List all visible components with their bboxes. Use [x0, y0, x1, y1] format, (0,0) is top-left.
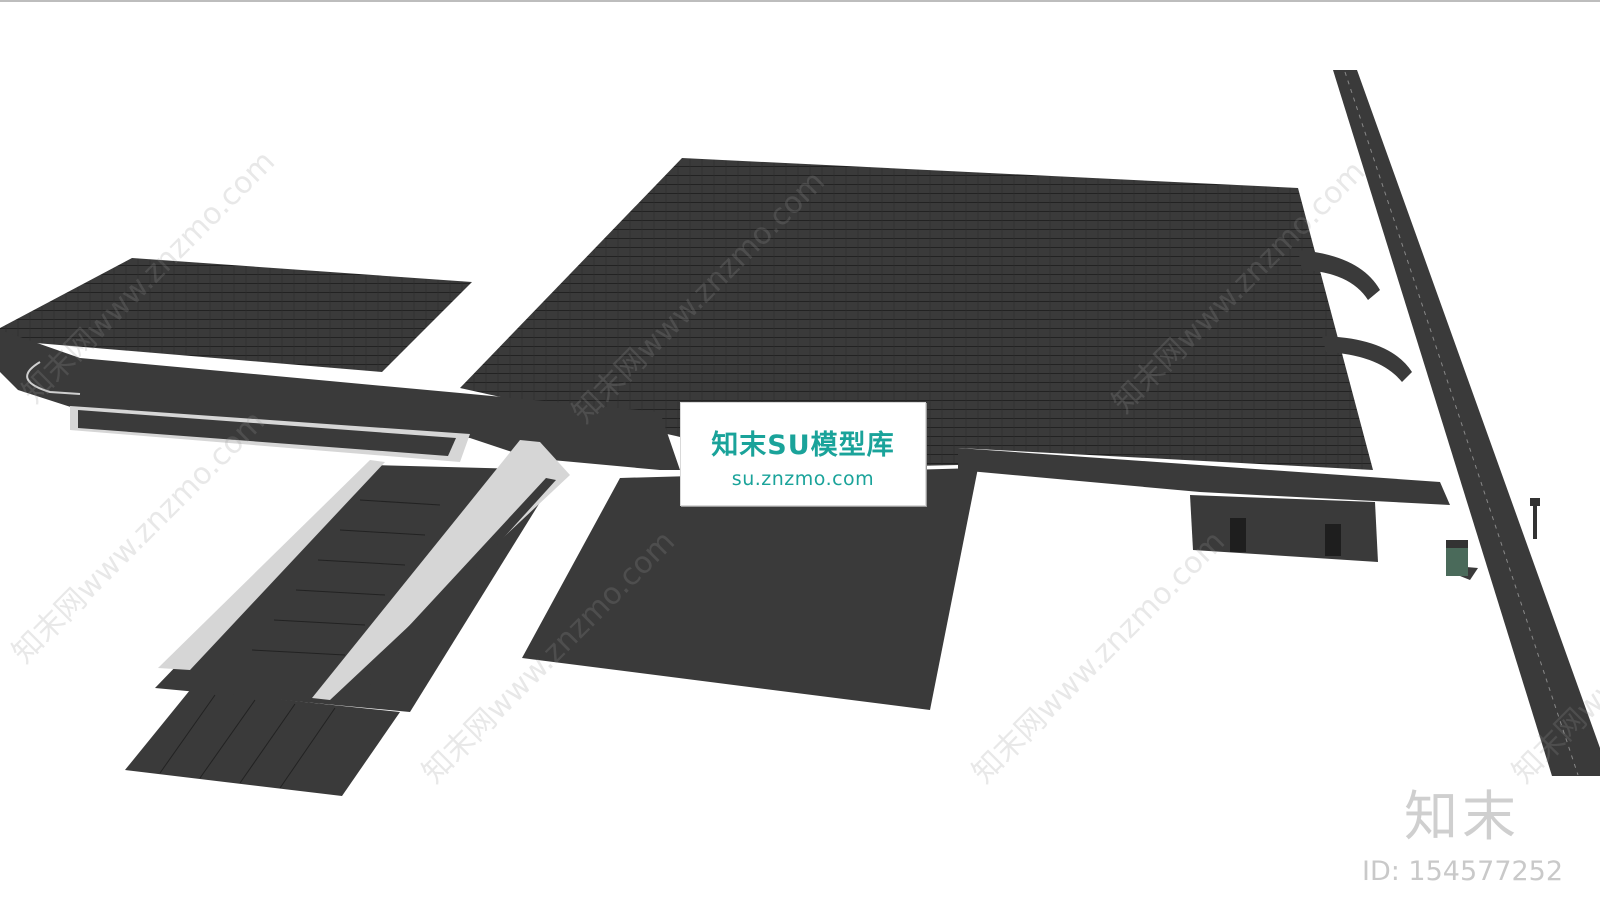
- logo-url: su.znzmo.com: [731, 468, 875, 490]
- bottom-left-parking-strip: [125, 690, 400, 796]
- diagonal-road: [1298, 70, 1600, 776]
- main-road: [0, 330, 680, 470]
- model-id: ID: 154577252: [1362, 856, 1564, 887]
- left-diagonal-lot: [70, 406, 570, 712]
- main-parking-lot: [460, 158, 1373, 470]
- left-parking-lot: [0, 258, 472, 372]
- logo-title: 知末SU模型库: [711, 430, 895, 461]
- central-plaza: [522, 468, 978, 710]
- small-east-lot: [1190, 495, 1378, 562]
- watermark-logo-card: 知末SU模型库 su.znzmo.com: [680, 402, 926, 506]
- top-border: [0, 0, 1600, 2]
- east-road: [958, 448, 1450, 505]
- booth: [1446, 540, 1468, 576]
- brand-mark: 知末: [1404, 785, 1520, 848]
- lamp-post: [1530, 498, 1540, 539]
